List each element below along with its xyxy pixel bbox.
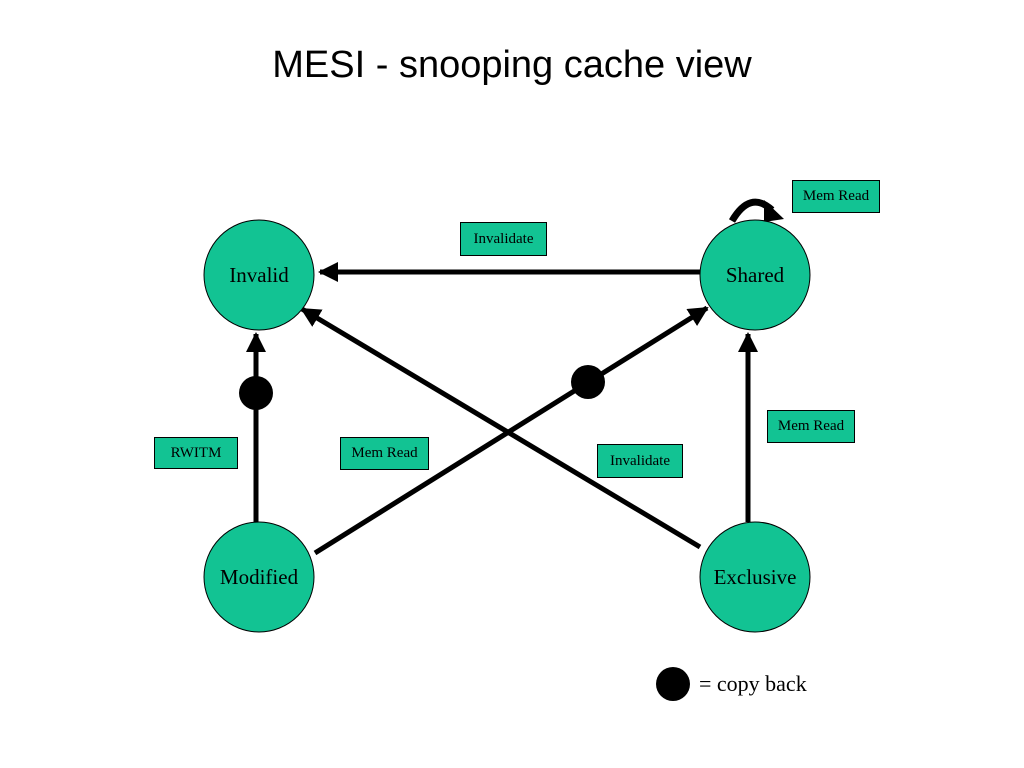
state-shared: Shared <box>699 219 811 331</box>
state-invalid: Invalid <box>203 219 315 331</box>
edge-exclusive-to-invalid <box>300 306 702 550</box>
state-shared-label: Shared <box>726 263 785 287</box>
legend-copy-back-icon <box>656 667 690 701</box>
label-exclusive-to-invalid: Invalidate <box>597 444 683 478</box>
copy-back-dot-icon <box>239 376 273 410</box>
state-exclusive: Exclusive <box>699 521 811 633</box>
label-shared-self: Mem Read <box>792 180 880 213</box>
self-loop-arrowhead <box>764 200 784 222</box>
copy-back-dot-icon <box>571 365 605 399</box>
edge-modified-to-shared <box>313 305 709 556</box>
label-modified-to-shared: Mem Read <box>340 437 429 470</box>
label-modified-to-invalid: RWITM <box>154 437 238 469</box>
label-exclusive-to-shared: Mem Read <box>767 410 855 443</box>
state-exclusive-label: Exclusive <box>714 565 797 589</box>
state-invalid-label: Invalid <box>229 263 289 287</box>
state-modified: Modified <box>203 521 315 633</box>
state-modified-label: Modified <box>220 565 299 589</box>
label-shared-to-invalid: Invalidate <box>460 222 547 256</box>
slide-title: MESI - snooping cache view <box>272 44 752 86</box>
legend-copy-back-text: = copy back <box>699 671 807 696</box>
